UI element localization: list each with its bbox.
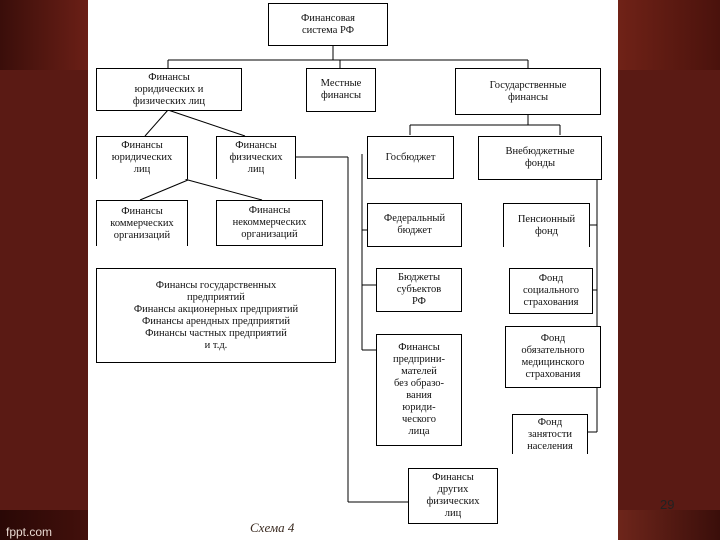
node-state: Государственные финансы <box>455 68 601 115</box>
node-federal: Федеральный бюджет <box>367 203 462 247</box>
watermark: fppt.com <box>6 525 53 539</box>
node-commercial: Финансы коммерческих организаций <box>96 200 188 246</box>
node-medical: Фонд обязательного медицинского страхова… <box>505 326 601 388</box>
node-offbudget: Внебюджетные фонды <box>478 136 602 180</box>
node-subjects: Бюджеты субъектов РФ <box>376 268 462 312</box>
node-local: Местные финансы <box>306 68 376 112</box>
node-legal-physical: Финансы юридических и физических лиц <box>96 68 242 111</box>
node-root: Финансовая система РФ <box>268 3 388 46</box>
node-pension: Пенсионный фонд <box>503 203 590 247</box>
node-gosbudget: Госбюджет <box>367 136 454 179</box>
node-other-physical: Финансы других физических лиц <box>408 468 498 524</box>
node-noncommercial: Финансы некоммерческих организаций <box>216 200 323 246</box>
scheme-caption: Схема 4 <box>250 520 295 535</box>
node-legal: Финансы юридических лиц <box>96 136 188 179</box>
node-physical: Финансы физических лиц <box>216 136 296 179</box>
node-social: Фонд социального страхования <box>509 268 593 314</box>
node-enterprises: Финансы государственных предприятий Фина… <box>96 268 336 363</box>
page-number: 29 <box>660 497 675 512</box>
node-entrepreneurs: Финансы предприни- мателей без образо- в… <box>376 334 462 446</box>
node-employment: Фонд занятости населения <box>512 414 588 454</box>
